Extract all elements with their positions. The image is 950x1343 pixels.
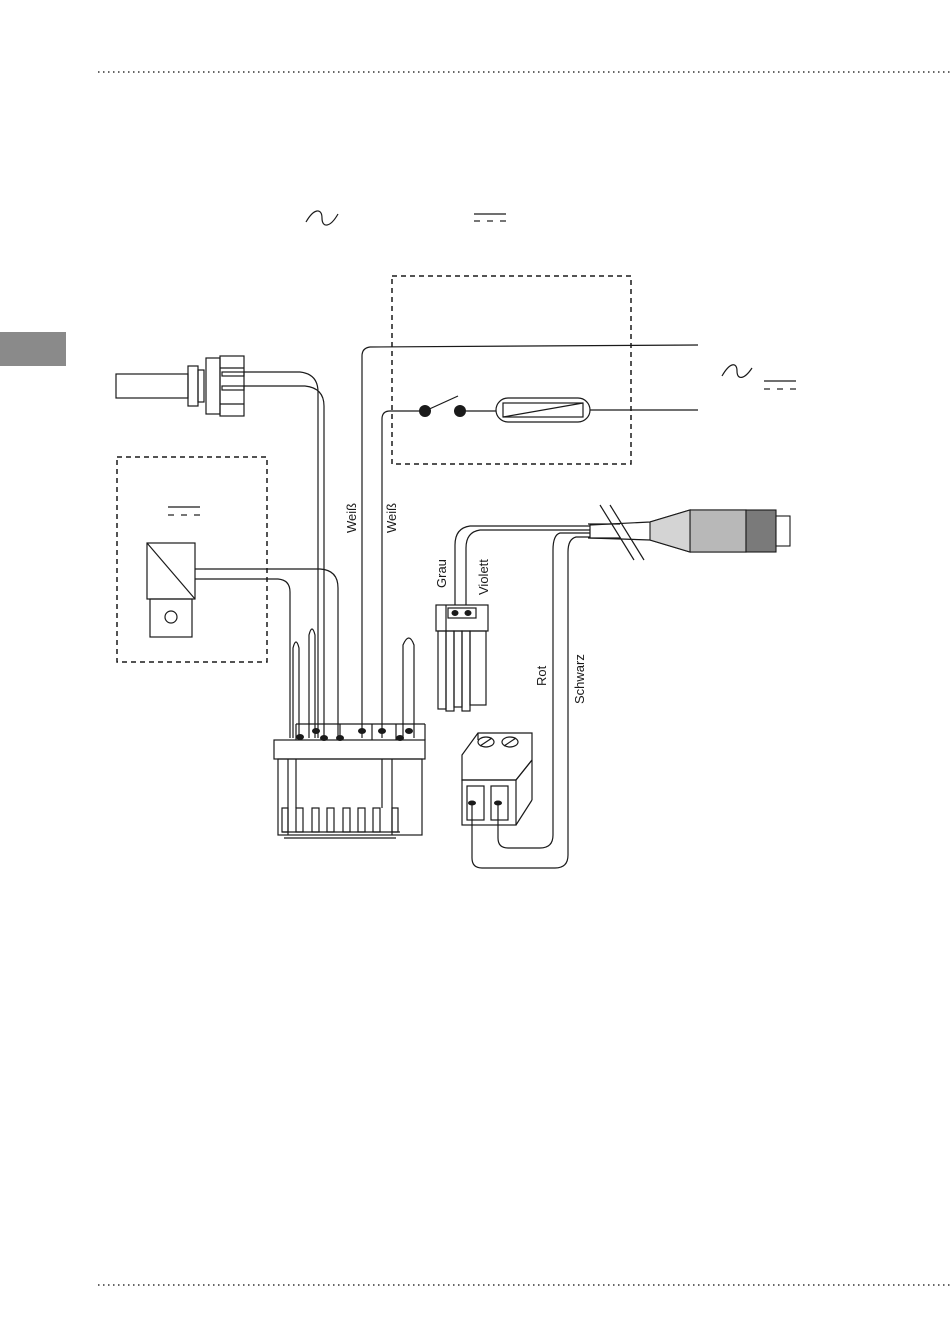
probe-wire-2: [244, 386, 324, 738]
switch-unit-dashed-box: [392, 276, 631, 464]
wire-weiss-1: [362, 345, 698, 738]
probe-wire-1: [244, 372, 318, 738]
switch-contact: [419, 396, 698, 417]
ac-symbol-icon: [306, 211, 338, 225]
label-violett: Violett: [476, 559, 491, 595]
label-rot: Rot: [534, 665, 549, 686]
ac-symbol-icon: [722, 365, 752, 378]
label-schwarz: Schwarz: [572, 654, 587, 704]
temperature-probe: [116, 356, 244, 416]
cable-connector-plug: [588, 505, 790, 560]
main-terminal-block: [274, 724, 425, 838]
wire-loop: [309, 629, 315, 738]
two-pin-connector: [436, 605, 488, 711]
label-weiss-2: Weiß: [384, 503, 399, 533]
dc-symbol-icon: [168, 507, 200, 515]
label-weiss-1: Weiß: [344, 503, 359, 533]
relay-element: [496, 398, 590, 422]
dc-symbol-icon: [474, 214, 506, 221]
label-grau: Grau: [434, 559, 449, 588]
dc-symbol-icon: [764, 381, 796, 389]
sensor-wire-2: [195, 579, 290, 738]
dc-sensor-unit: [147, 543, 195, 637]
wire-loop: [403, 638, 414, 738]
